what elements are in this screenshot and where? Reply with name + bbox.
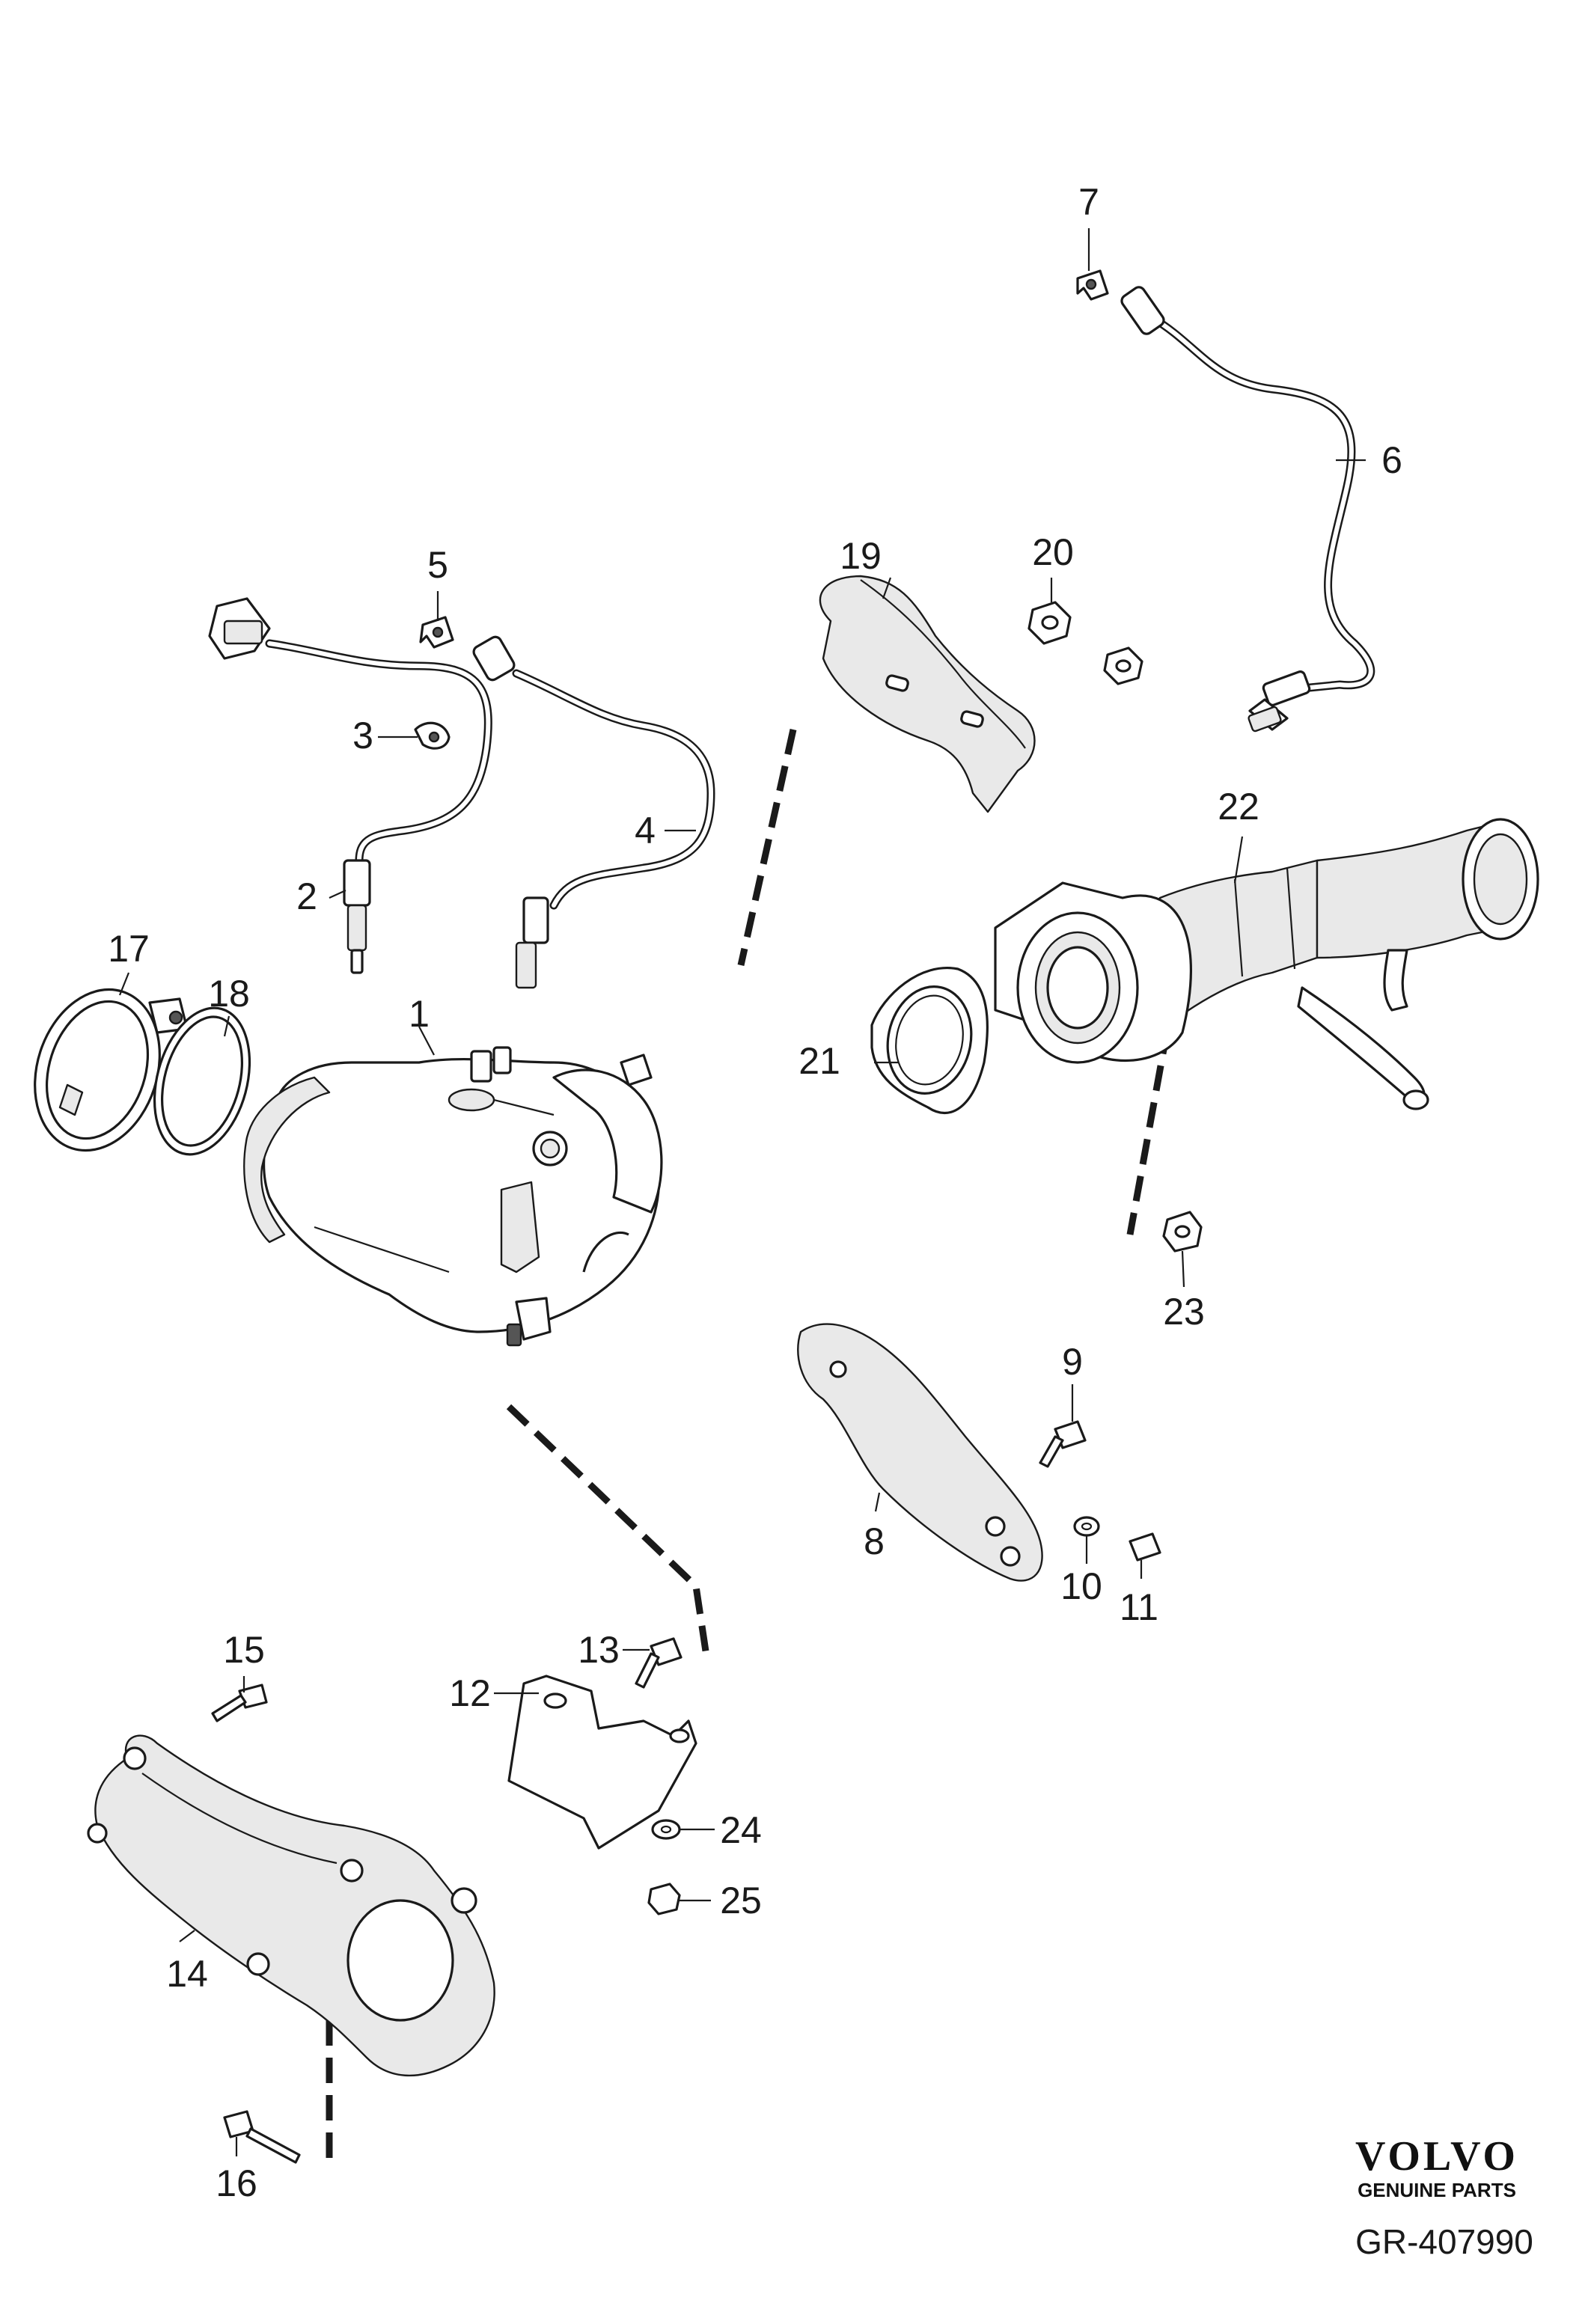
label-part-13: 13 bbox=[578, 1629, 620, 1671]
v-band-clamp[interactable] bbox=[15, 973, 189, 1167]
brand-tagline: GENUINE PARTS bbox=[1358, 2179, 1516, 2201]
label-part-20: 20 bbox=[1032, 531, 1074, 573]
bolt-15[interactable] bbox=[211, 1684, 268, 1722]
label-part-23: 23 bbox=[1163, 1291, 1205, 1333]
label-part-11: 11 bbox=[1120, 1586, 1158, 1628]
bolt-16[interactable] bbox=[223, 2110, 301, 2164]
leader-lines bbox=[118, 228, 1366, 2156]
label-part-16: 16 bbox=[216, 2162, 257, 2204]
bolt-11[interactable] bbox=[1129, 1532, 1161, 1562]
wire-clip[interactable] bbox=[414, 721, 451, 750]
label-part-12: 12 bbox=[449, 1672, 491, 1714]
turbo-catalytic-converter[interactable] bbox=[243, 1046, 663, 1347]
nut-25[interactable] bbox=[647, 1883, 681, 1915]
label-part-1: 1 bbox=[409, 993, 430, 1035]
volvo-brand-mark: VOLVO GENUINE PARTS bbox=[1355, 2133, 1518, 2201]
sealing-ring[interactable] bbox=[139, 997, 265, 1165]
nut-20[interactable] bbox=[1027, 601, 1143, 685]
label-part-5: 5 bbox=[427, 544, 448, 586]
heat-shield-upper[interactable] bbox=[819, 575, 1036, 813]
label-part-15: 15 bbox=[223, 1629, 265, 1671]
support-bracket-12[interactable] bbox=[507, 1675, 697, 1850]
label-part-25: 25 bbox=[720, 1880, 762, 1921]
label-part-17: 17 bbox=[108, 928, 150, 970]
oxygen-sensor-downstream[interactable] bbox=[1120, 285, 1375, 733]
label-part-10: 10 bbox=[1060, 1565, 1102, 1607]
label-part-22: 22 bbox=[1218, 786, 1259, 828]
label-part-19: 19 bbox=[840, 535, 882, 577]
oxygen-sensor-upstream[interactable] bbox=[208, 597, 492, 974]
label-part-24: 24 bbox=[720, 1809, 762, 1851]
oxygen-sensor-mid[interactable] bbox=[471, 634, 715, 989]
sensor-clip-upper[interactable] bbox=[1076, 269, 1109, 301]
gasket-21[interactable] bbox=[870, 967, 989, 1115]
diagram-reference-code: GR-407990 bbox=[1355, 2222, 1533, 2261]
part-number-labels: 1 2 3 4 5 6 7 8 9 10 11 12 13 14 15 16 1… bbox=[108, 181, 1402, 2204]
nut-23[interactable] bbox=[1162, 1211, 1203, 1253]
washer-10[interactable] bbox=[1073, 1516, 1100, 1537]
label-part-2: 2 bbox=[296, 875, 317, 917]
label-part-3: 3 bbox=[352, 715, 373, 756]
label-part-6: 6 bbox=[1381, 439, 1402, 481]
label-part-8: 8 bbox=[864, 1520, 885, 1562]
label-part-9: 9 bbox=[1062, 1341, 1083, 1383]
brand-name: VOLVO bbox=[1355, 2133, 1518, 2180]
assembly-dashed-lines bbox=[326, 729, 1171, 2162]
support-bracket-8[interactable] bbox=[797, 1323, 1043, 1582]
exhaust-pipe-catalyst[interactable] bbox=[994, 818, 1539, 1110]
bolt-13[interactable] bbox=[635, 1637, 682, 1689]
sensor-clip-lower[interactable] bbox=[419, 616, 454, 649]
bolt-9[interactable] bbox=[1039, 1420, 1087, 1468]
label-part-14: 14 bbox=[166, 1953, 208, 1995]
washer-24[interactable] bbox=[651, 1819, 681, 1840]
label-part-21: 21 bbox=[798, 1040, 840, 1082]
label-part-4: 4 bbox=[635, 810, 656, 851]
label-part-7: 7 bbox=[1078, 181, 1099, 223]
label-part-18: 18 bbox=[208, 973, 250, 1015]
engine-bracket-14[interactable] bbox=[87, 1734, 495, 2077]
